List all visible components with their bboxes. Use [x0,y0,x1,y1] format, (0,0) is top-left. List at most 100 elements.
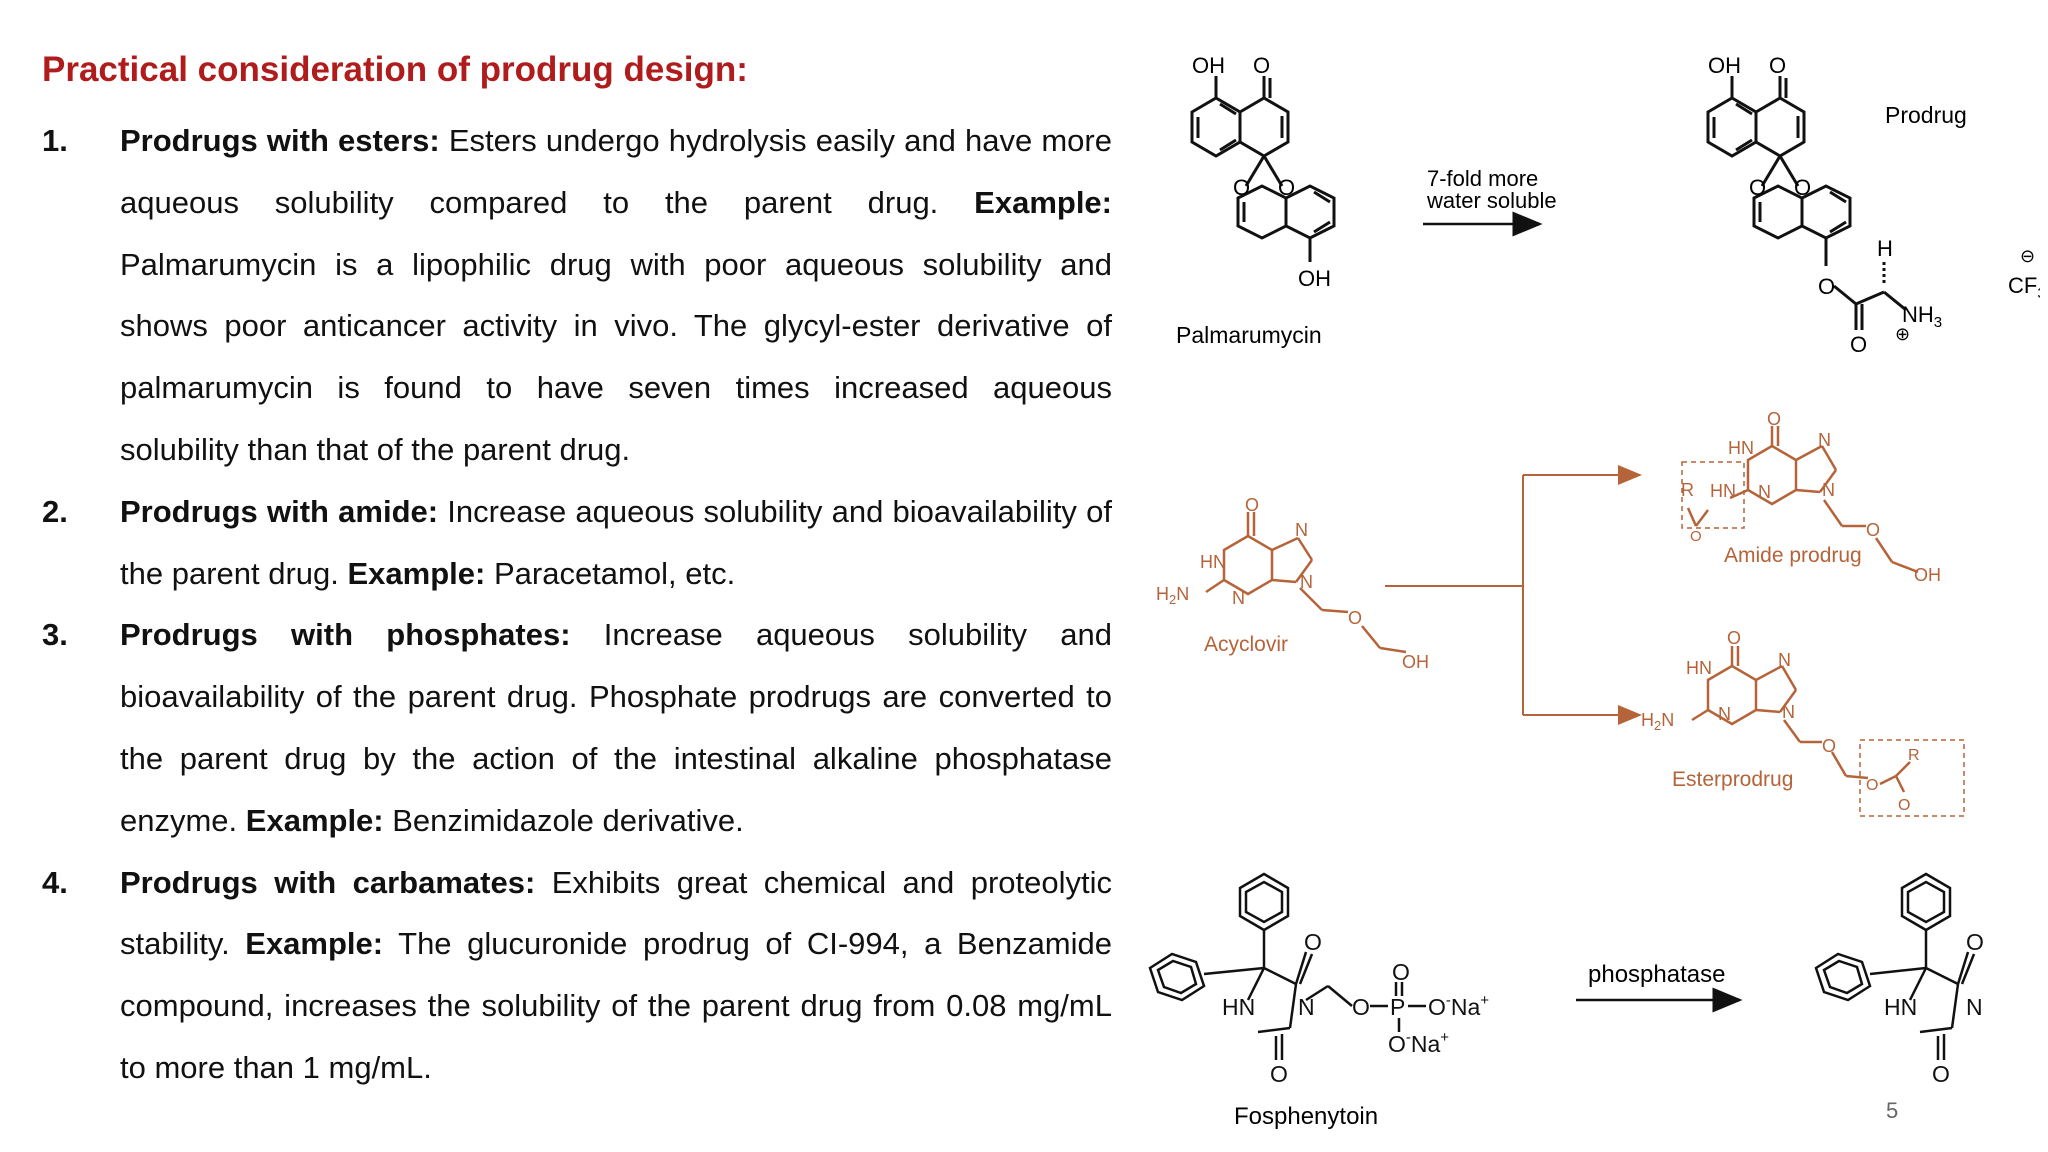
enzyme-label: phosphatase [1588,961,1725,988]
item-text: Increase aqueous solubility and bioavail… [120,617,1112,838]
amide-prodrug-structure [1681,426,1919,574]
sodium-phosphate-label: O-Na+ [1388,1029,1449,1057]
example-label: Example: [974,184,1112,220]
item-text: The glucuronide prodrug of CI-994, a Ben… [120,926,1112,1085]
ester-prodrug-structure [1691,646,1965,817]
oh-label: OH [1914,565,1941,585]
item-heading: Prodrugs with carbamates: [120,864,536,900]
o-label: O [1233,175,1250,200]
hn-label: HN [1710,481,1736,501]
acyclovir-structure [1205,512,1407,654]
minus-charge: ⊖ [2020,246,2035,266]
n-label: N [1782,702,1795,722]
list-item: 1. Prodrugs with esters: Esters undergo … [42,110,1112,481]
item-text: Benzimidazole derivative. [383,802,744,838]
prodrug-label: Prodrug [1885,102,1967,128]
o-label: O [1245,495,1259,515]
oh-label: OH [1298,266,1331,291]
plus-charge: ⊕ [1895,324,1910,344]
acyclovir-name: Acyclovir [1204,633,1288,656]
o-label: O [1304,929,1322,955]
fosphenytoin-structure [1148,872,1426,1060]
hn-label: HN [1884,994,1917,1020]
item-text: Esters undergo hydrolysis easily and hav… [120,123,1112,220]
arrow-caption: water soluble [1426,188,1557,213]
item-heading: Prodrugs with amide: [120,493,439,529]
hn-label: HN [1728,438,1754,458]
o-label: O [1822,736,1836,756]
o-label: O [1749,175,1766,200]
o-label: O [1866,777,1878,794]
item-number: 1. [42,123,68,158]
prodrug-list: 1. Prodrugs with esters: Esters undergo … [42,110,1112,1099]
n-label: N [1822,480,1835,500]
chemical-structures: OH O O O OH Palmarumycin 7-fold more wat… [1140,40,2048,1140]
hn-label: HN [1686,658,1712,678]
o-label: O [1253,53,1270,78]
o-label: O [1727,628,1741,648]
o-label: O [1278,175,1295,200]
h-label: H [1877,236,1893,261]
o-label: O [1352,994,1370,1020]
palmarumycin-structure [1190,76,1336,262]
hn-label: HN [1222,994,1255,1020]
page-number: 5 [1886,1098,1899,1123]
o-label: O [1898,797,1910,814]
o-label: O [1818,274,1835,299]
nh3-label: NH3 [1902,302,1942,331]
n-label: N [1300,572,1313,592]
n-label: N [1966,994,1983,1020]
r-label: R [1681,480,1694,500]
o-label: O [1392,959,1410,985]
hn-label: HN [1200,552,1226,572]
h2n-label: H2N [1156,584,1189,607]
item-text: Increase aqueous solubility and bioavail… [120,493,1112,591]
fosphenytoin-name: Fosphenytoin [1234,1103,1378,1130]
ester-prodrug-label: Esterprodrug [1672,768,1793,791]
h2n-label: H2N [1641,710,1674,733]
example-label: Example: [347,555,486,591]
item-text: Exhibits great chemical and proteolytic … [120,864,1112,962]
palmarumycin-name: Palmarumycin [1176,322,1322,348]
list-item: 4. Prodrugs with carbamates: Exhibits gr… [42,852,1112,1099]
counterion-label: CF3CO2 [2008,273,2040,302]
r-label: R [1908,747,1920,764]
item-number: 4. [42,864,68,900]
item-heading: Prodrugs with phosphates: [120,617,571,653]
o-label: O [1270,1061,1288,1087]
example-label: Example: [245,926,384,962]
o-label: O [1794,175,1811,200]
o-label: O [1348,608,1362,628]
o-label: O [1769,53,1786,78]
o-label: O [1966,929,1984,955]
item-number: 2. [42,493,68,529]
item-text: Palmarumycin is a lipophilic drug with p… [120,246,1112,467]
palmarumycin-prodrug-structure [1706,76,1907,330]
n-label: N [1818,430,1831,450]
sodium-phosphate-label: O-Na+ [1428,992,1489,1020]
phenytoin-structure [1814,872,1976,1060]
o-label: O [1932,1061,1950,1087]
slide-title: Practical consideration of prodrug desig… [42,50,748,89]
o-label: O [1850,332,1867,357]
oh-label: OH [1402,652,1429,672]
n-label: N [1298,994,1315,1020]
n-label: N [1232,588,1245,608]
oh-label: OH [1192,53,1225,78]
o-label: O [1866,520,1880,540]
o-label: O [1690,528,1702,545]
item-heading: Prodrugs with esters: [120,123,440,158]
item-number: 3. [42,617,68,653]
n-label: N [1295,520,1308,540]
arrow-caption: 7-fold more [1427,166,1538,191]
n-label: N [1758,482,1771,502]
list-item: 2. Prodrugs with amide: Increase aqueous… [42,481,1112,605]
n-label: N [1778,650,1791,670]
oh-label: OH [1708,53,1741,78]
n-label: N [1718,704,1731,724]
item-text: Paracetamol, etc. [485,555,736,591]
example-label: Example: [245,802,384,838]
o-label: O [1767,409,1781,429]
amide-prodrug-label: Amide prodrug [1724,544,1862,567]
p-label: P [1390,994,1405,1020]
